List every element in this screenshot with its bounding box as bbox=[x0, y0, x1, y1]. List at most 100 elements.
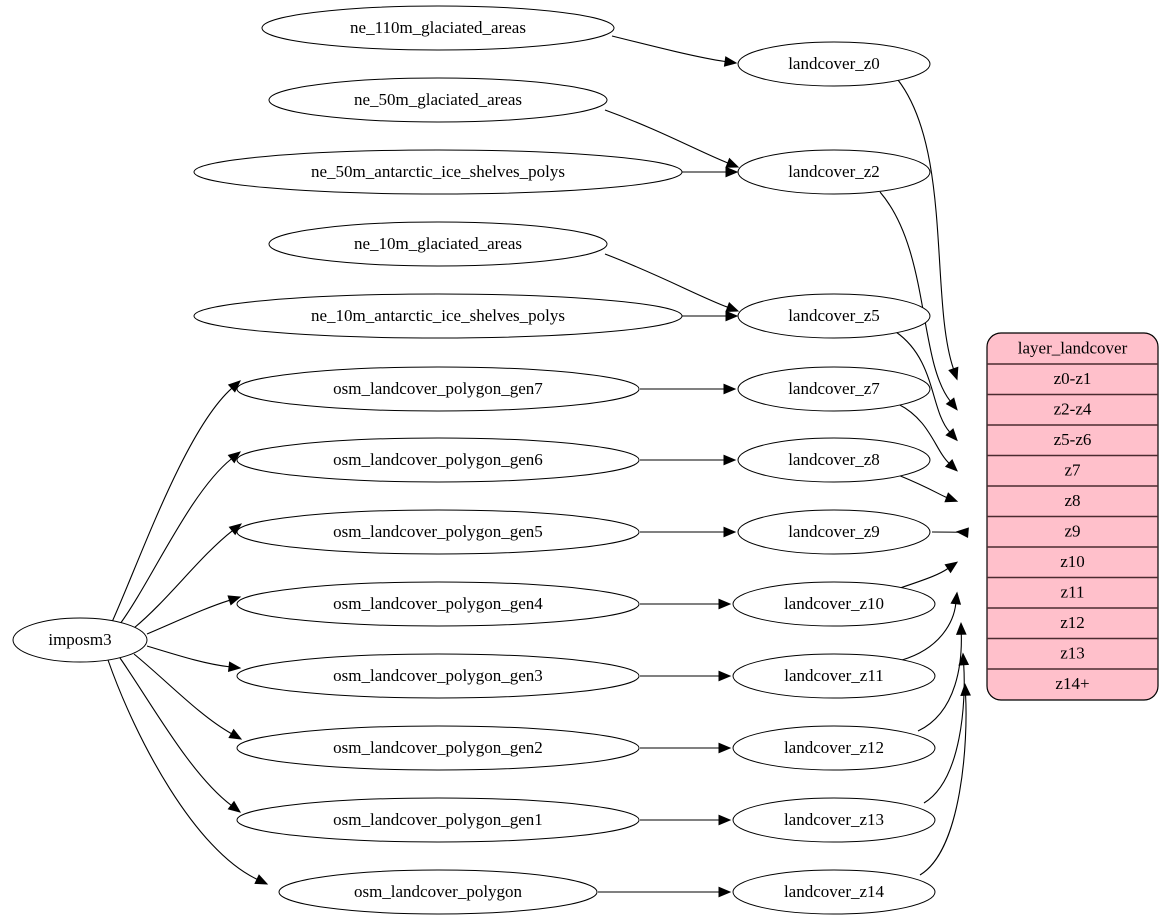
edge-landcover_z9-to-z9 bbox=[931, 527, 969, 539]
node-ellipse bbox=[236, 581, 640, 627]
table-row-z11[interactable]: z11 bbox=[1061, 583, 1085, 602]
node-label: osm_landcover_polygon_gen4 bbox=[333, 594, 543, 613]
node-ellipse bbox=[236, 437, 640, 483]
node-landcover_z14[interactable]: landcover_z14 bbox=[732, 869, 936, 915]
edge-landcover_z14-to-z14plus bbox=[919, 682, 971, 876]
edge-arrowhead bbox=[955, 621, 967, 635]
edge-arrowhead bbox=[725, 310, 739, 322]
node-label: landcover_z12 bbox=[784, 738, 884, 757]
node-landcover_z2[interactable]: landcover_z2 bbox=[737, 149, 931, 195]
edge-arrowhead bbox=[944, 561, 959, 574]
edge-arrowhead bbox=[725, 157, 740, 168]
node-landcover_z5[interactable]: landcover_z5 bbox=[737, 293, 931, 339]
edge-path bbox=[604, 109, 728, 164]
table-row-z2-z4[interactable]: z2-z4 bbox=[1054, 400, 1092, 419]
node-osm_landcover_polygon_gen4[interactable]: osm_landcover_polygon_gen4 bbox=[236, 581, 640, 627]
node-label: landcover_z0 bbox=[788, 54, 880, 73]
node-osm_landcover_polygon_gen7[interactable]: osm_landcover_polygon_gen7 bbox=[236, 366, 640, 412]
edge-path bbox=[919, 695, 967, 876]
edge-arrowhead bbox=[227, 451, 242, 464]
node-ellipse bbox=[278, 869, 598, 915]
table-row-z8[interactable]: z8 bbox=[1064, 491, 1080, 510]
node-label: landcover_z8 bbox=[788, 450, 880, 469]
edge-path bbox=[897, 403, 950, 464]
node-osm_landcover_polygon[interactable]: osm_landcover_polygon bbox=[278, 869, 598, 915]
table-row-z14+[interactable]: z14+ bbox=[1055, 674, 1089, 693]
table-row-z7[interactable]: z7 bbox=[1064, 461, 1081, 480]
table-row-z13[interactable]: z13 bbox=[1060, 644, 1085, 663]
node-ne_110m_glaciated_areas[interactable]: ne_110m_glaciated_areas bbox=[261, 5, 615, 51]
node-ellipse bbox=[737, 509, 931, 555]
node-imposm3[interactable]: imposm3 bbox=[12, 617, 148, 663]
node-ne_10m_glaciated_areas[interactable]: ne_10m_glaciated_areas bbox=[268, 221, 608, 267]
node-landcover_z13[interactable]: landcover_z13 bbox=[732, 797, 936, 843]
table-row-z9[interactable]: z9 bbox=[1064, 522, 1080, 541]
node-osm_landcover_polygon_gen2[interactable]: osm_landcover_polygon_gen2 bbox=[236, 725, 640, 771]
node-ne_50m_antarctic_ice_shelves_polys[interactable]: ne_50m_antarctic_ice_shelves_polys bbox=[193, 149, 683, 195]
node-ellipse bbox=[12, 617, 148, 663]
node-label: ne_110m_glaciated_areas bbox=[350, 18, 526, 37]
node-label: ne_10m_antarctic_ice_shelves_polys bbox=[311, 306, 565, 325]
edge-osm-gen7-to-landcover_z7 bbox=[640, 383, 737, 395]
node-ellipse bbox=[737, 366, 931, 412]
node-label: landcover_z5 bbox=[788, 306, 880, 325]
node-landcover_z11[interactable]: landcover_z11 bbox=[732, 653, 936, 699]
edge-osm-gen4-to-landcover_z10 bbox=[640, 598, 732, 610]
edge-arrowhead bbox=[948, 366, 959, 381]
table-row-z0-z1[interactable]: z0-z1 bbox=[1054, 369, 1092, 388]
node-landcover_z10[interactable]: landcover_z10 bbox=[732, 581, 936, 627]
node-ne_50m_glaciated_areas[interactable]: ne_50m_glaciated_areas bbox=[268, 77, 608, 123]
table-layer_landcover[interactable]: layer_landcoverz0-z1z2-z4z5-z6z7z8z9z10z… bbox=[986, 332, 1159, 701]
node-ellipse bbox=[261, 5, 615, 51]
node-label: imposm3 bbox=[48, 630, 111, 649]
node-landcover_z7[interactable]: landcover_z7 bbox=[737, 366, 931, 412]
node-label: osm_landcover_polygon_gen7 bbox=[333, 379, 543, 398]
node-label: osm_landcover_polygon_gen6 bbox=[333, 450, 543, 469]
node-ellipse bbox=[193, 293, 683, 339]
node-landcover_z9[interactable]: landcover_z9 bbox=[737, 509, 931, 555]
node-label: landcover_z2 bbox=[788, 162, 880, 181]
node-label: landcover_z9 bbox=[788, 522, 880, 541]
node-ellipse bbox=[268, 221, 608, 267]
node-ellipse bbox=[236, 797, 640, 843]
node-label: landcover_z7 bbox=[788, 379, 880, 398]
node-ellipse bbox=[236, 653, 640, 699]
edge-ne10mglac-to-z5 bbox=[604, 253, 740, 313]
node-landcover_z0[interactable]: landcover_z0 bbox=[737, 41, 931, 87]
node-osm_landcover_polygon_gen6[interactable]: osm_landcover_polygon_gen6 bbox=[236, 437, 640, 483]
edge-arrowhead bbox=[955, 527, 969, 539]
table-row-z12[interactable]: z12 bbox=[1060, 613, 1085, 632]
node-label: osm_landcover_polygon_gen2 bbox=[333, 738, 543, 757]
node-landcover_z8[interactable]: landcover_z8 bbox=[737, 437, 931, 483]
node-ne_10m_antarctic_ice_shelves_polys[interactable]: ne_10m_antarctic_ice_shelves_polys bbox=[193, 293, 683, 339]
node-landcover_z12[interactable]: landcover_z12 bbox=[732, 725, 936, 771]
edge-ne50mglac-to-z2 bbox=[604, 109, 740, 168]
edge-arrowhead bbox=[944, 492, 959, 503]
node-label: landcover_z10 bbox=[784, 594, 884, 613]
node-osm_landcover_polygon_gen5[interactable]: osm_landcover_polygon_gen5 bbox=[236, 509, 640, 555]
edge-arrowhead bbox=[723, 454, 737, 466]
node-ellipse bbox=[732, 581, 936, 627]
edge-ne10mant-to-z5 bbox=[681, 310, 739, 322]
node-ellipse bbox=[236, 725, 640, 771]
edge-landcover_z12-to-z12 bbox=[917, 621, 967, 732]
edge-path bbox=[119, 458, 232, 625]
table-row-z5-z6[interactable]: z5-z6 bbox=[1054, 430, 1092, 449]
node-label: ne_50m_glaciated_areas bbox=[354, 90, 522, 109]
node-osm_landcover_polygon_gen1[interactable]: osm_landcover_polygon_gen1 bbox=[236, 797, 640, 843]
layer-landcover-table: layer_landcoverz0-z1z2-z4z5-z6z7z8z9z10z… bbox=[986, 332, 1159, 701]
edge-arrowhead bbox=[725, 302, 740, 313]
edge-osm-gen6-to-landcover_z8 bbox=[639, 454, 737, 466]
edge-arrowhead bbox=[227, 800, 242, 813]
node-osm_landcover_polygon_gen3[interactable]: osm_landcover_polygon_gen3 bbox=[236, 653, 640, 699]
edge-path bbox=[146, 645, 230, 668]
node-ellipse bbox=[737, 437, 931, 483]
node-label: osm_landcover_polygon bbox=[354, 882, 523, 901]
table-row-z10[interactable]: z10 bbox=[1060, 552, 1085, 571]
edge-path bbox=[119, 657, 232, 806]
node-ellipse bbox=[732, 797, 936, 843]
edge-path bbox=[107, 659, 258, 880]
edge-arrowhead bbox=[723, 526, 737, 538]
node-ellipse bbox=[268, 77, 608, 123]
edge-arrowhead bbox=[725, 166, 739, 178]
